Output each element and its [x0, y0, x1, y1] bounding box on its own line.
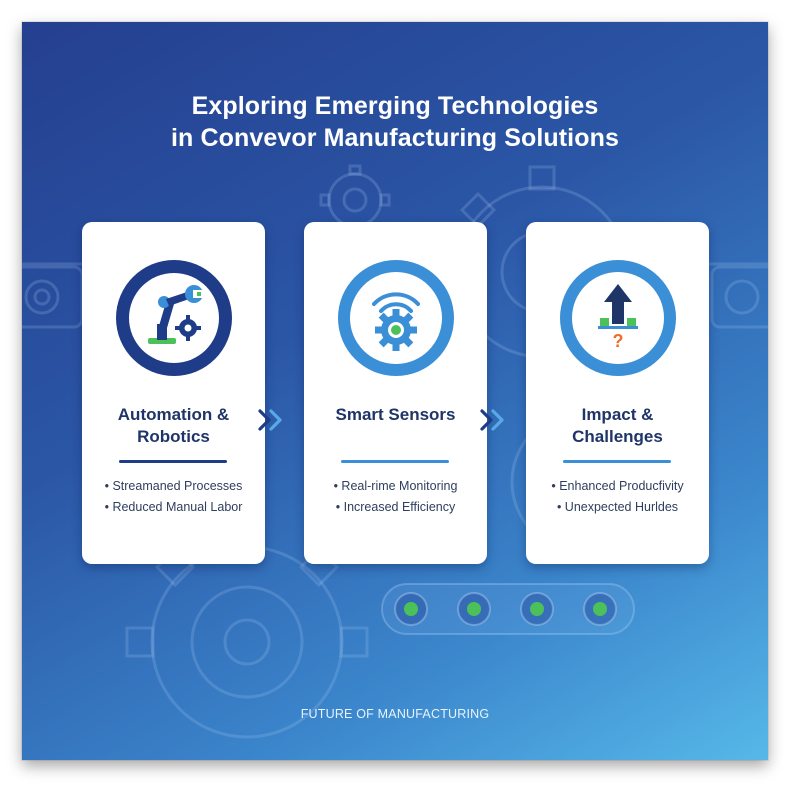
card-divider [563, 460, 671, 463]
roller [520, 592, 554, 626]
roller [457, 592, 491, 626]
footer-caption: FUTURE OF MANUFACTURING [300, 707, 490, 721]
title-line-1: Exploring Emerging Technologies [191, 92, 599, 120]
card-smart-sensors: Smart Sensors • Real-rime Monitoring • I… [304, 222, 487, 564]
double-chevron-right-icon [480, 409, 504, 431]
list-item: • Streamaned Processes [104, 479, 243, 493]
card-title: Impact & Challenges [572, 405, 663, 446]
title-line-2: in Convevor Manufacturing Solutions [171, 124, 619, 152]
card-title: Smart Sensors [335, 405, 456, 424]
wireless-gear-icon [336, 258, 456, 378]
card-title: Automation & Robotics [117, 405, 230, 446]
card-points: • Real-rime Monitoring • Increased Effic… [304, 476, 487, 518]
card-divider [119, 460, 227, 463]
robot-arm-icon [114, 258, 234, 378]
list-item: • Enhanced Producfivity [551, 479, 684, 493]
card-points: • Enhanced Producfivity • Unexpected Hur… [526, 476, 709, 518]
list-item: • Unexpected Hurldes [556, 500, 679, 514]
list-item: • Increased Efficiency [335, 500, 456, 514]
svg-text:?: ? [613, 331, 624, 351]
page-title: Exploring Emerging Technologies in Conve… [22, 90, 768, 154]
list-item: • Reduced Manual Labor [104, 500, 243, 514]
conveyor-roller-strip [381, 583, 635, 635]
card-divider [341, 460, 449, 463]
card-automation-robotics: Automation & Robotics • Streamaned Proce… [82, 222, 265, 564]
infographic-poster: Exploring Emerging Technologies in Conve… [22, 22, 768, 760]
card-points: • Streamaned Processes • Reduced Manual … [82, 476, 265, 518]
card-impact-challenges: ? Impact & Challenges • Enhanced Producf… [526, 222, 709, 564]
roller [394, 592, 428, 626]
arrow-question-icon: ? [558, 258, 678, 378]
list-item: • Real-rime Monitoring [333, 479, 458, 493]
roller [583, 592, 617, 626]
double-chevron-right-icon [258, 409, 282, 431]
